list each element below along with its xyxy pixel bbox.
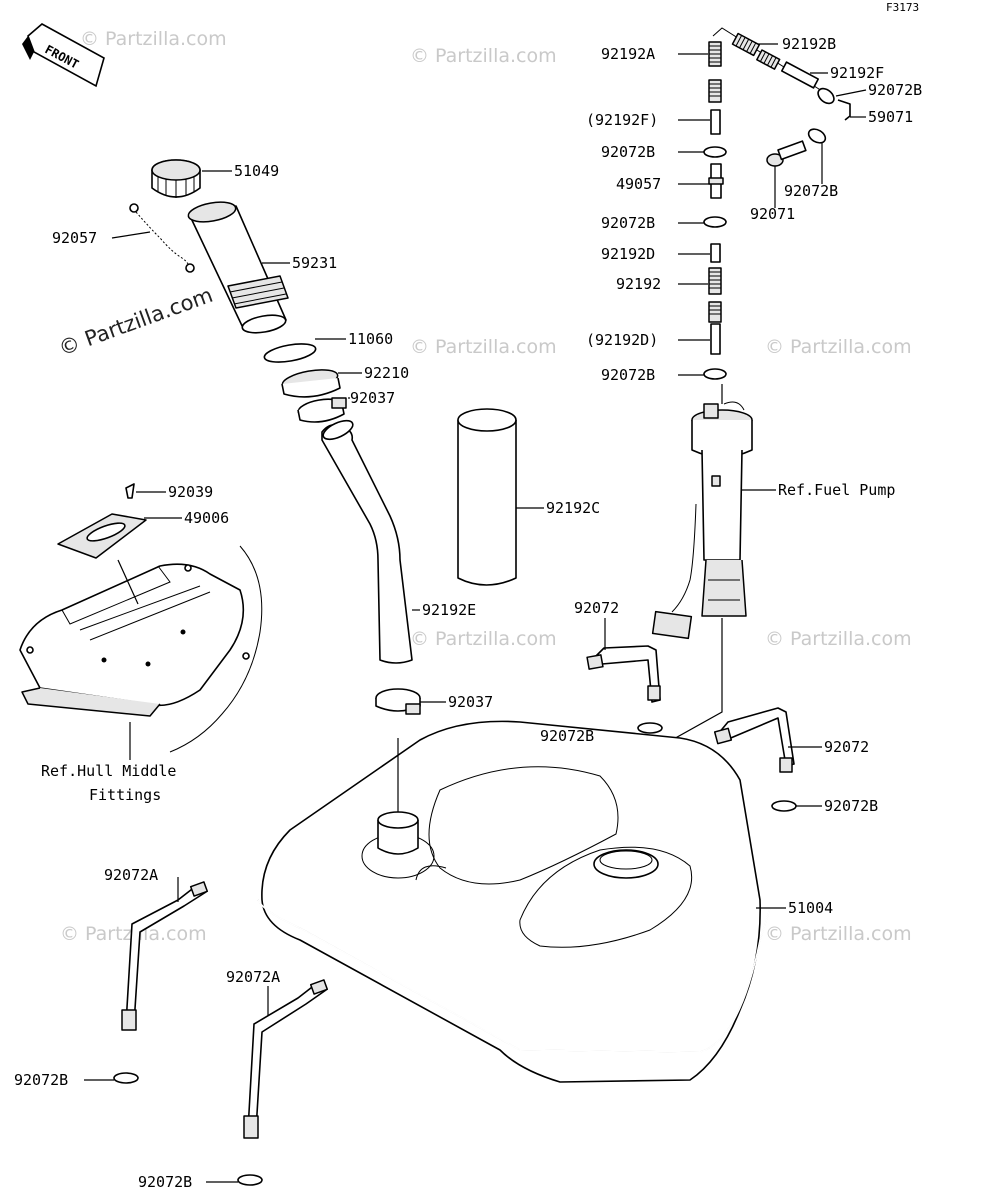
callout-92072B: 92072B <box>824 797 878 815</box>
clamp-92037-top-icon <box>297 397 347 423</box>
ref-hull-label-line1: Ref.Hull Middle <box>41 762 176 780</box>
fuel-tank-51004-icon <box>257 720 771 1083</box>
pin-92192D-icon <box>710 243 721 263</box>
clip-icon <box>771 800 797 812</box>
callout-59231: 59231 <box>292 254 337 272</box>
clip-icon <box>817 87 835 105</box>
callout-92192F: 92192F <box>830 64 884 82</box>
callout-49057: 49057 <box>616 175 661 193</box>
filler-cap-51049-icon <box>151 159 201 198</box>
spring-upper-icon <box>708 79 722 103</box>
clip-icon <box>113 1072 139 1084</box>
pin-92192F-diag-icon <box>780 61 820 89</box>
strap-92072-upper-icon <box>586 645 661 703</box>
strap-92072A-2-icon <box>243 979 329 1139</box>
callout-92072: 92072 <box>574 599 619 617</box>
callout-92072B: 92072B <box>540 727 594 745</box>
callout-92072B: 92072B <box>601 366 655 384</box>
filler-neck-59231-icon <box>187 201 289 334</box>
callout-92192C: 92192C <box>546 499 600 517</box>
callout-92192: 92192 <box>616 275 661 293</box>
clip-icon <box>237 1174 263 1186</box>
figure-code: F3173 <box>886 1 919 14</box>
fuel-pump-assembly-icon <box>651 401 753 640</box>
valve-assembly-parts <box>703 27 851 380</box>
callout-92037: 92037 <box>350 389 395 407</box>
hose-92192E-icon <box>321 419 413 664</box>
ref-fuel-pump-label: Ref.Fuel Pump <box>778 481 895 499</box>
bolt-92071-icon <box>766 140 807 167</box>
callout-92072B: 92072B <box>138 1173 192 1191</box>
clip-icon <box>637 722 663 734</box>
ref-hull-label-line2: Fittings <box>89 786 161 804</box>
watermark: © Partzilla.com <box>765 336 912 358</box>
callout-92192B: 92192B <box>782 35 836 53</box>
front-arrow-icon: FRONT <box>22 23 105 88</box>
leader-lines-top-right <box>678 43 867 376</box>
spring-92192B-icon <box>731 32 761 57</box>
callout-92210: 92210 <box>364 364 409 382</box>
callout-59071: 59071 <box>868 108 913 126</box>
callout-92072B: 92072B <box>14 1071 68 1089</box>
watermark: © Partzilla.com <box>410 628 557 650</box>
callout-labels: 92192A 92192B 92192F 92072B 59071 (92192… <box>14 35 922 1191</box>
callout-92039: 92039 <box>168 483 213 501</box>
spring-92192-icon <box>708 267 722 295</box>
joint-49057-icon <box>708 163 724 199</box>
clip-icon <box>807 128 827 144</box>
callout-92071: 92071 <box>750 205 795 223</box>
tether-92057-icon <box>129 203 195 273</box>
watermark-dark: © Partzilla.com <box>56 283 216 361</box>
clip-icon <box>703 146 727 158</box>
nut-92210-icon <box>281 369 341 398</box>
callout-11060: 11060 <box>348 330 393 348</box>
spring-92192A-icon <box>708 41 722 67</box>
callout-92037: 92037 <box>448 693 493 711</box>
callout-51004: 51004 <box>788 899 833 917</box>
callout-92192F-paren: (92192F) <box>586 111 658 129</box>
pin-92192F-icon <box>710 109 721 135</box>
callout-92072: 92072 <box>824 738 869 756</box>
tube-92192C-icon <box>457 408 517 586</box>
oring-11060-icon <box>263 343 317 363</box>
callout-49006: 49006 <box>184 509 229 527</box>
pin-92192D-paren-icon <box>710 323 721 355</box>
spring-diagonal-icon <box>756 49 781 70</box>
callout-92072B: 92072B <box>601 214 655 232</box>
callout-92072B: 92072B <box>868 81 922 99</box>
callout-92072B: 92072B <box>784 182 838 200</box>
callout-92192D: 92192D <box>601 245 655 263</box>
watermark: © Partzilla.com <box>765 923 912 945</box>
clip-icon <box>703 216 727 228</box>
spring-lower-icon <box>708 301 722 323</box>
callout-92072A: 92072A <box>104 866 158 884</box>
strap-92072A-1-icon <box>121 881 209 1031</box>
watermark: © Partzilla.com <box>765 628 912 650</box>
callout-92072A: 92072A <box>226 968 280 986</box>
callout-92192A: 92192A <box>601 45 655 63</box>
watermark: © Partzilla.com <box>410 45 557 67</box>
elbow-59071-icon <box>837 99 851 121</box>
callout-51049: 51049 <box>234 162 279 180</box>
watermark: © Partzilla.com <box>410 336 557 358</box>
callout-92072B: 92072B <box>601 143 655 161</box>
watermark: © Partzilla.com <box>80 28 227 50</box>
strap-92072-right-icon <box>713 707 795 773</box>
clamp-92037-bottom-icon <box>375 688 421 715</box>
hull-middle-fittings-icon <box>19 513 263 753</box>
callout-92192D-paren: (92192D) <box>586 331 658 349</box>
clip-icon <box>703 368 727 380</box>
rivet-92039-icon <box>125 483 135 499</box>
callout-92057: 92057 <box>52 229 97 247</box>
callout-92192E: 92192E <box>422 601 476 619</box>
